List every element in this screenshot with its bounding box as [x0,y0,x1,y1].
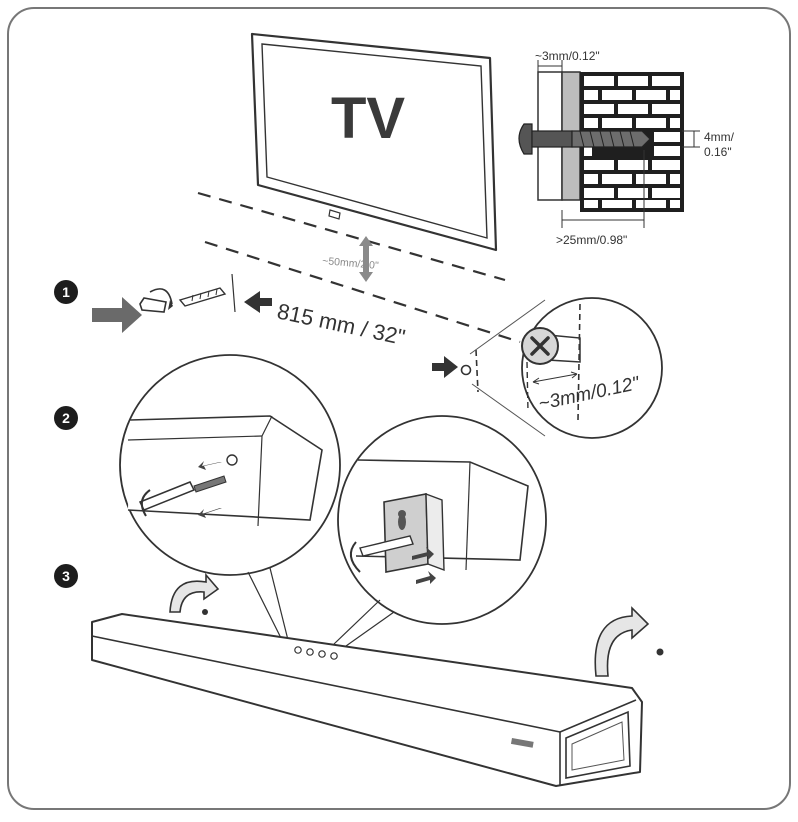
callout-connector [345,611,395,647]
brick-wall [580,72,684,212]
right-screw-point-icon [460,299,546,437]
upper-dashed-line [197,191,506,282]
soundbar-illustration [91,613,643,787]
lower-dashed-line [204,240,521,344]
rotate-arrow-right-icon [594,606,664,677]
step-1-badge: 1 [54,280,78,304]
left-mount-arrow-icon [244,291,272,313]
callout-connector [269,567,289,641]
brand-logo [510,738,534,748]
step-2-detail-callout [119,354,341,576]
screw-head-icon [521,327,559,365]
step-2-badge: 2 [54,406,78,430]
screw-diameter-label-line1: 4mm/ [704,130,735,144]
wall-bracket-icon [383,492,445,573]
frame-border [7,7,791,810]
wall-thickness-label: ~3mm/0.12" [535,49,600,63]
screw-depth-label: >25mm/0.98" [556,233,627,247]
callout-connector [247,571,283,641]
screwdriver-icon [139,288,173,313]
svg-text:2: 2 [62,410,70,426]
gap-arrow-icon [359,236,373,282]
svg-text:1: 1 [62,284,70,300]
step-3-badge: 3 [54,564,78,588]
soundbar-buttons [294,646,338,660]
gap-label: ~50mm/2.0" [322,255,380,272]
svg-text:3: 3 [62,568,70,584]
wall-detail [518,60,700,228]
wall-anchor-icon [178,273,236,313]
callout-connector [333,599,381,645]
bracket-detail-callout [337,415,547,625]
screw-detail-callout: ~3mm/0.12" [521,297,663,439]
span-label: 815 mm / 32" [275,298,407,350]
tv-label: TV [331,86,405,151]
screw-diameter-label-line2: 0.16" [704,145,732,159]
right-mount-arrow-icon [432,356,458,378]
wall-screw-icon [518,123,651,155]
push-arrow-icon [92,297,142,333]
tv-illustration: TV [250,32,498,252]
rotate-arrow-left-icon [169,572,220,615]
